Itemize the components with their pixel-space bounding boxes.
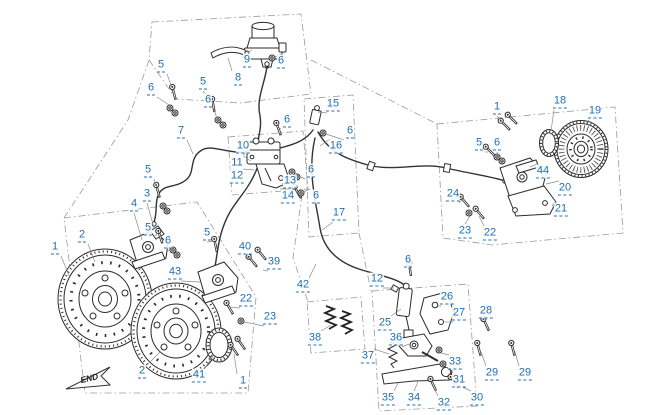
part-label-2[interactable]: 2 [77, 228, 87, 243]
part-label-16[interactable]: 16 [328, 139, 344, 154]
part-label-25[interactable]: 25 [377, 316, 393, 331]
part-label-5[interactable]: 5 [198, 75, 208, 90]
part-label-6[interactable]: 6 [403, 253, 413, 268]
part-label-22[interactable]: 22 [238, 292, 254, 307]
part-label-19[interactable]: 19 [587, 104, 603, 119]
part-label-42[interactable]: 42 [295, 278, 311, 293]
part-label-12[interactable]: 12 [369, 272, 385, 287]
part-label-13[interactable]: 13 [282, 174, 298, 189]
brake-pad [131, 251, 166, 270]
hose-clamp [390, 284, 400, 293]
part-label-32[interactable]: 32 [436, 396, 452, 411]
part-label-29[interactable]: 29 [484, 366, 500, 381]
part-label-10[interactable]: 10 [235, 139, 251, 154]
brake-lever [210, 46, 247, 59]
part-label-8[interactable]: 8 [233, 71, 243, 86]
front-caliper-lower [197, 261, 239, 304]
hose-clamp [366, 160, 376, 172]
part-label-12[interactable]: 12 [229, 169, 245, 184]
part-label-30[interactable]: 30 [469, 391, 485, 406]
part-label-41[interactable]: 41 [191, 368, 207, 383]
part-label-39[interactable]: 39 [266, 255, 282, 270]
front-brake-disc-1 [57, 248, 153, 350]
rear-brake-disc [553, 120, 609, 178]
hose-front-lower [213, 165, 259, 272]
part-label-6[interactable]: 6 [492, 136, 502, 151]
part-label-14[interactable]: 14 [280, 189, 296, 204]
hose-to-fitting [279, 129, 314, 149]
part-label-15[interactable]: 15 [325, 97, 341, 112]
hose-clamp [442, 162, 452, 174]
part-label-37[interactable]: 37 [360, 349, 376, 364]
part-label-6[interactable]: 6 [282, 113, 292, 128]
part-label-6[interactable]: 6 [146, 81, 156, 96]
hose-master-to-unit [257, 65, 268, 145]
part-label-43[interactable]: 43 [167, 265, 183, 280]
part-label-20[interactable]: 20 [557, 181, 573, 196]
hose-front-upper [153, 147, 251, 223]
part-label-6[interactable]: 6 [306, 163, 316, 178]
part-label-33[interactable]: 33 [447, 355, 463, 370]
part-label-40[interactable]: 40 [237, 240, 253, 255]
part-label-27[interactable]: 27 [451, 306, 467, 321]
part-label-44[interactable]: 44 [535, 164, 551, 179]
brake-pad [201, 285, 236, 304]
hose-fitting [309, 105, 322, 126]
part-label-3[interactable]: 3 [142, 187, 152, 202]
part-label-29[interactable]: 29 [517, 366, 533, 381]
part-label-22[interactable]: 22 [482, 226, 498, 241]
part-label-9[interactable]: 9 [242, 53, 252, 68]
part-label-24[interactable]: 24 [445, 187, 461, 202]
rear-caliper [499, 157, 557, 217]
front-brake-disc-2 [130, 282, 222, 380]
part-label-6[interactable]: 6 [345, 124, 355, 139]
part-label-38[interactable]: 38 [307, 331, 323, 346]
part-label-17[interactable]: 17 [331, 206, 347, 221]
part-label-6[interactable]: 6 [203, 93, 213, 108]
part-label-5[interactable]: 5 [143, 221, 153, 236]
part-label-21[interactable]: 21 [553, 202, 569, 217]
end-marker: END [65, 366, 112, 390]
return-springs [322, 305, 355, 335]
part-label-7[interactable]: 7 [176, 124, 186, 139]
part-label-1[interactable]: 1 [50, 240, 60, 255]
part-label-5[interactable]: 5 [143, 163, 153, 178]
part-label-6[interactable]: 6 [276, 54, 286, 69]
end-marker-label: END [79, 371, 99, 385]
part-label-1[interactable]: 1 [238, 374, 248, 389]
part-label-34[interactable]: 34 [406, 391, 422, 406]
part-label-6[interactable]: 6 [311, 189, 321, 204]
part-label-5[interactable]: 5 [474, 136, 484, 151]
part-label-35[interactable]: 35 [380, 391, 396, 406]
part-label-28[interactable]: 28 [478, 304, 494, 319]
part-label-6[interactable]: 6 [163, 234, 173, 249]
rear-disc-ring [539, 129, 559, 157]
part-label-26[interactable]: 26 [439, 290, 455, 305]
part-label-31[interactable]: 31 [451, 373, 467, 388]
rear-brake-pedal-assembly [381, 282, 455, 385]
part-label-1[interactable]: 1 [492, 100, 502, 115]
part-label-23[interactable]: 23 [262, 310, 278, 325]
front-caliper-upper [129, 225, 169, 270]
hose-rear-long [317, 131, 506, 182]
part-label-5[interactable]: 5 [156, 58, 166, 73]
part-label-4[interactable]: 4 [129, 197, 139, 212]
part-label-2[interactable]: 2 [137, 364, 147, 379]
part-label-5[interactable]: 5 [202, 226, 212, 241]
part-label-18[interactable]: 18 [552, 94, 568, 109]
part-label-11[interactable]: 11 [230, 156, 244, 171]
pedal-spring [386, 341, 399, 369]
part-label-23[interactable]: 23 [457, 224, 473, 239]
part-label-36[interactable]: 36 [388, 331, 404, 346]
